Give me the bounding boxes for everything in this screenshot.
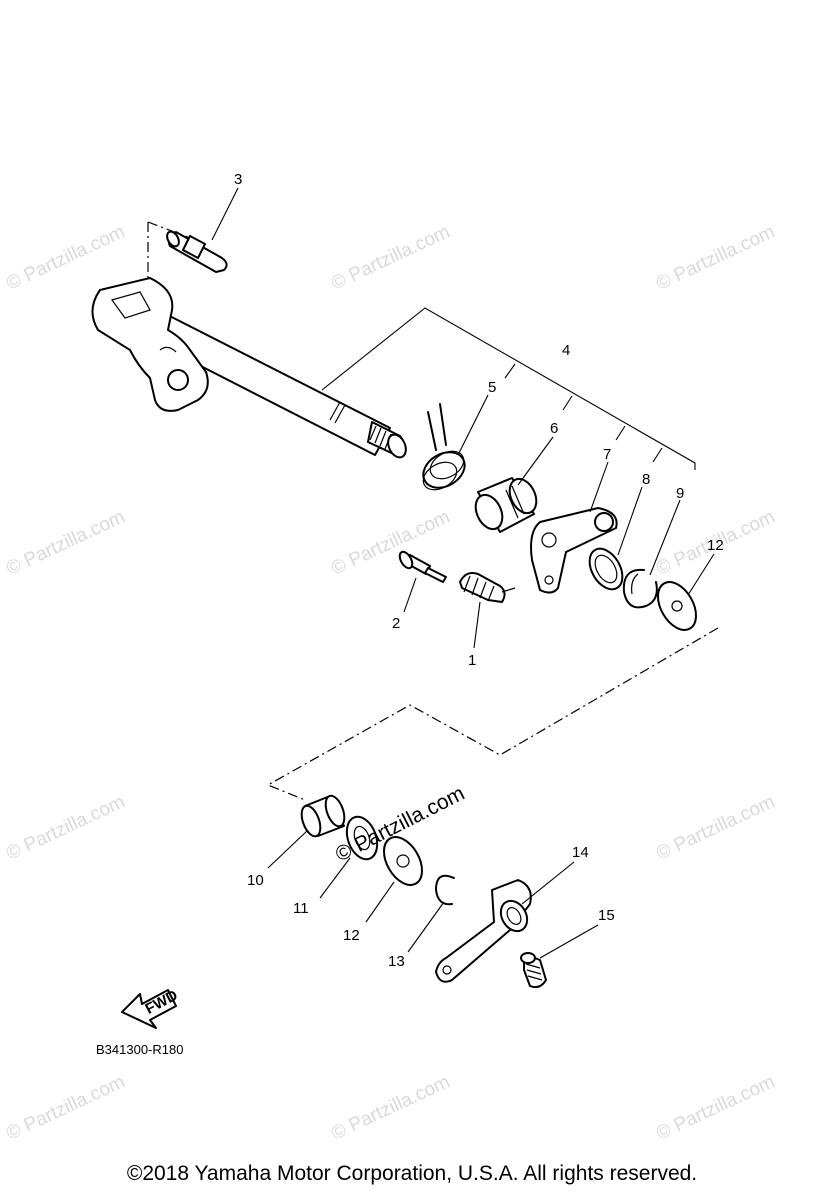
watermark-layer: © Partzilla.com © Partzilla.com © Partzi…	[3, 221, 778, 1144]
part-14-shift-arm	[435, 879, 532, 983]
watermark: © Partzilla.com	[328, 1071, 453, 1144]
callout-8: 8	[642, 471, 650, 488]
watermark: © Partzilla.com	[653, 1071, 778, 1144]
callout-7: 7	[603, 446, 611, 463]
part-8-washer	[588, 547, 624, 591]
callout-6: 6	[550, 420, 558, 437]
part-3-stud	[166, 230, 228, 273]
copyright-notice: ©2018 Yamaha Motor Corporation, U.S.A. A…	[126, 1162, 698, 1185]
diagram-reference-code: B341300-R180	[96, 1042, 184, 1057]
part-11-oil-seal	[345, 815, 379, 861]
part-5-torsion-spring	[422, 403, 466, 491]
shift-shaft	[91, 277, 407, 459]
callout-12-upper: 12	[707, 537, 724, 554]
fwd-arrow: FWD	[121, 987, 181, 1029]
part-1-spring	[459, 572, 516, 603]
callout-1: 1	[468, 652, 476, 669]
callout-5: 5	[488, 379, 496, 396]
part-15-bolt	[520, 952, 547, 989]
callout-12-lower: 12	[343, 927, 360, 944]
part-13-e-clip	[435, 874, 455, 906]
watermark: © Partzilla.com	[653, 221, 778, 294]
part-4-bracket	[321, 307, 696, 470]
callout-2: 2	[392, 615, 400, 632]
callout-3: 3	[234, 171, 242, 188]
part-6-collar	[474, 477, 538, 533]
part-7-stopper-lever	[530, 507, 618, 594]
callout-13: 13	[388, 953, 405, 970]
watermark: © Partzilla.com	[328, 506, 453, 579]
part-12-washer-lower	[383, 836, 423, 886]
watermark: © Partzilla.com	[653, 791, 778, 864]
callout-10: 10	[247, 872, 264, 889]
callout-4: 4	[562, 342, 570, 359]
part-9-circlip	[622, 568, 658, 609]
watermark: © Partzilla.com	[3, 1071, 128, 1144]
callout-11: 11	[293, 900, 309, 917]
watermark: © Partzilla.com	[3, 791, 128, 864]
callout-9: 9	[676, 485, 684, 502]
part-10-bearing	[300, 794, 346, 838]
part-2-bolt	[398, 550, 447, 583]
watermark: © Partzilla.com	[328, 221, 453, 294]
callout-labels: 3 4 5 6 7 8 9 12 2 1 10 11 12 13 14 15	[234, 171, 724, 970]
callout-14: 14	[572, 844, 589, 861]
callout-15: 15	[598, 907, 615, 924]
watermark: © Partzilla.com	[3, 506, 128, 579]
watermark: © Partzilla.com	[3, 221, 128, 294]
callout-leaders	[211, 187, 715, 959]
part-12-washer-upper	[657, 581, 697, 631]
